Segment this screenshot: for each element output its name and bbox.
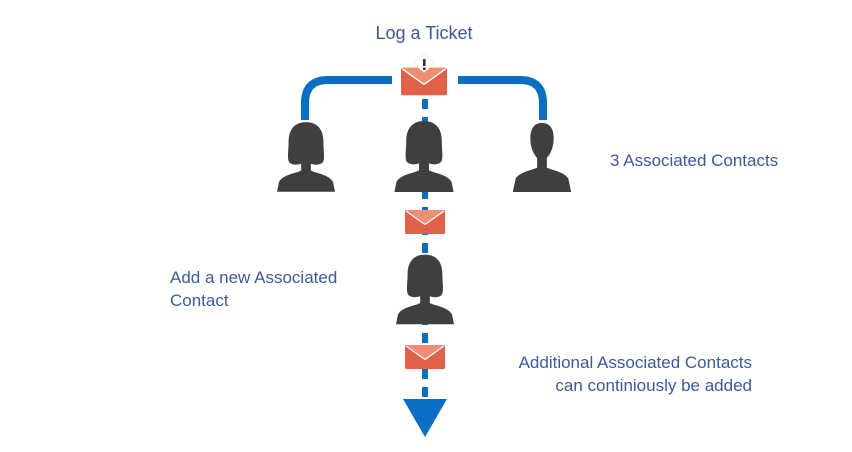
connector-right	[458, 76, 547, 120]
additional-contacts-label: Additional Associated Contacts can conti…	[519, 351, 752, 397]
diagram-title: Log a Ticket	[375, 23, 473, 43]
envelope-icon	[405, 210, 445, 234]
associated-contacts-label: 3 Associated Contacts	[610, 151, 779, 170]
additional-contacts-label-line2: can continiously be added	[555, 376, 752, 395]
female-person-icon	[394, 120, 454, 192]
new-contact-label: Add a new Associated Contact	[170, 266, 337, 312]
male-person-icon	[512, 122, 572, 192]
new-contact-label-line2: Contact	[170, 291, 229, 310]
female-person-icon	[277, 122, 335, 192]
new-contact-label-line1: Add a new Associated	[170, 268, 338, 287]
additional-contacts-label-line1: Additional Associated Contacts	[518, 353, 752, 372]
arrow-down-icon	[403, 399, 447, 437]
connector-left	[301, 76, 392, 120]
alert-envelope-icon	[401, 53, 447, 96]
envelope-icon	[405, 345, 445, 369]
female-person-icon	[396, 254, 454, 325]
